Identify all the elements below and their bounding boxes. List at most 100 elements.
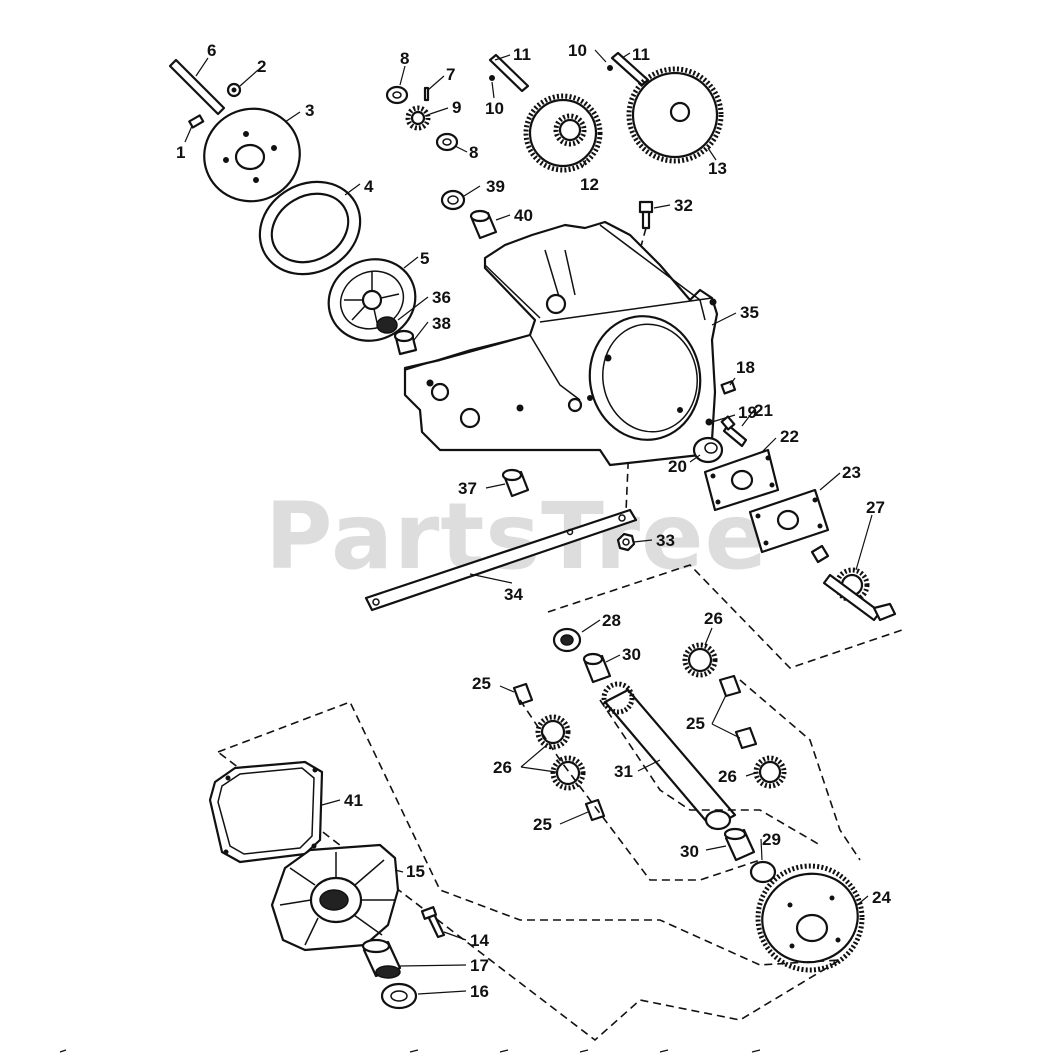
callout-25-right: 25 <box>686 714 705 733</box>
callout-8-top: 8 <box>400 49 409 68</box>
part-36-bushing[interactable] <box>376 316 398 334</box>
part-17-bearing[interactable] <box>361 938 402 979</box>
part-26-pinion-right[interactable] <box>753 755 787 789</box>
part-25-bearing-top-left[interactable] <box>512 682 534 706</box>
callout-34: 34 <box>504 585 523 604</box>
callout-32: 32 <box>674 196 693 215</box>
part-31-axle-tube[interactable] <box>601 681 737 831</box>
callout-16: 16 <box>470 982 489 1001</box>
part-37-bushing[interactable] <box>501 468 530 498</box>
assembly-line-right <box>547 564 903 669</box>
callout-11-right: 11 <box>632 45 650 64</box>
callout-35: 35 <box>740 303 759 322</box>
callout-33: 33 <box>656 531 675 550</box>
callout-10-right: 10 <box>568 41 587 60</box>
part-6-shaft[interactable] <box>168 58 226 116</box>
callout-25-top: 25 <box>472 674 491 693</box>
callout-20: 20 <box>668 457 687 476</box>
callout-29: 29 <box>762 830 781 849</box>
part-7-pin[interactable] <box>423 86 430 102</box>
part-25-bearing-right-b[interactable] <box>734 726 758 750</box>
part-14-bolt[interactable] <box>420 906 446 939</box>
callout-37: 37 <box>458 479 477 498</box>
assembly-line-axle-right <box>739 679 861 861</box>
assembly-line-axle-lower <box>519 699 761 881</box>
callout-36: 36 <box>432 288 451 307</box>
callout-26-right: 26 <box>718 767 737 786</box>
callout-17: 17 <box>470 956 489 975</box>
callout-38: 38 <box>432 314 451 333</box>
part-10-pin-a[interactable] <box>489 75 495 81</box>
callout-24: 24 <box>872 888 891 907</box>
callout-26-left: 26 <box>493 758 512 777</box>
part-3-plate[interactable] <box>191 95 313 214</box>
leader-lines <box>184 49 873 995</box>
callout-11-left: 11 <box>513 45 531 64</box>
part-33-nut[interactable] <box>616 532 636 552</box>
part-8-washer-bottom[interactable] <box>435 132 459 152</box>
callout-6: 6 <box>207 41 216 60</box>
part-40-bushing[interactable] <box>469 209 498 240</box>
part-4-seal-ring[interactable] <box>243 164 377 292</box>
part-35-gear-housing[interactable] <box>403 220 719 467</box>
callout-7: 7 <box>446 65 455 84</box>
callout-labels: 6 2 3 1 4 5 36 38 8 7 9 8 11 10 10 11 12… <box>176 41 891 1001</box>
part-13-gear[interactable] <box>626 66 724 164</box>
callout-18: 18 <box>736 358 755 377</box>
callout-21: 21 <box>754 401 773 420</box>
callout-13: 13 <box>708 159 727 178</box>
part-12-gear[interactable] <box>523 93 603 173</box>
callout-3: 3 <box>305 101 314 120</box>
assembly-line-bottom <box>216 700 841 1042</box>
part-41-gasket[interactable] <box>208 760 324 864</box>
part-29-washer[interactable] <box>749 860 777 884</box>
callout-2: 2 <box>257 57 266 76</box>
callout-9: 9 <box>452 98 461 117</box>
callout-31: 31 <box>614 762 633 781</box>
part-38-bearing[interactable] <box>393 329 418 356</box>
callout-12: 12 <box>580 175 599 194</box>
part-30-bushing-bottom[interactable] <box>723 827 756 862</box>
part-27-sprocket-shaft[interactable] <box>810 544 897 622</box>
callout-25-bottom: 25 <box>533 815 552 834</box>
bottom-edge-marks <box>59 1049 761 1053</box>
callout-39: 39 <box>486 177 505 196</box>
part-26-pinion-left-a[interactable] <box>535 714 571 750</box>
part-21-bolt[interactable] <box>720 415 748 448</box>
callout-27: 27 <box>866 498 885 517</box>
callout-1: 1 <box>176 143 185 162</box>
part-26-pinion-top-right[interactable] <box>682 642 718 678</box>
part-22-gasket[interactable] <box>703 448 780 512</box>
part-9-pinion[interactable] <box>405 105 431 131</box>
part-20-collar[interactable] <box>692 436 724 464</box>
part-28-washer[interactable] <box>552 627 582 653</box>
part-24-ring-gear[interactable] <box>752 863 868 973</box>
callout-30-top: 30 <box>622 645 641 664</box>
callout-40: 40 <box>514 206 533 225</box>
part-26-pinion-left-b[interactable] <box>550 755 586 791</box>
part-34-bracket-strap[interactable] <box>364 508 638 612</box>
callout-10-left: 10 <box>485 99 504 118</box>
part-19-pin[interactable] <box>705 418 713 426</box>
part-11-shaft-a[interactable] <box>488 53 530 93</box>
callout-30-bottom: 30 <box>680 842 699 861</box>
callout-28: 28 <box>602 611 621 630</box>
part-2-nut[interactable] <box>226 82 242 98</box>
part-1-key[interactable] <box>188 114 205 129</box>
callout-8-bottom: 8 <box>469 143 478 162</box>
part-10-pin-b[interactable] <box>607 65 613 71</box>
part-39-washer[interactable] <box>440 189 466 211</box>
part-23-cover-plate[interactable] <box>748 488 830 554</box>
part-16-washer[interactable] <box>380 982 418 1010</box>
callout-5: 5 <box>420 249 429 268</box>
part-25-bearing-right-a[interactable] <box>718 674 742 698</box>
part-15-housing-cover[interactable] <box>270 843 400 952</box>
part-18-key[interactable] <box>720 380 737 395</box>
callout-19: 19 <box>738 403 757 422</box>
part-8-washer-top[interactable] <box>385 85 409 105</box>
part-30-bushing-top[interactable] <box>582 652 612 684</box>
part-25-bearing-bottom-left[interactable] <box>584 798 606 822</box>
callout-23: 23 <box>842 463 861 482</box>
part-32-bolt[interactable] <box>638 200 654 230</box>
